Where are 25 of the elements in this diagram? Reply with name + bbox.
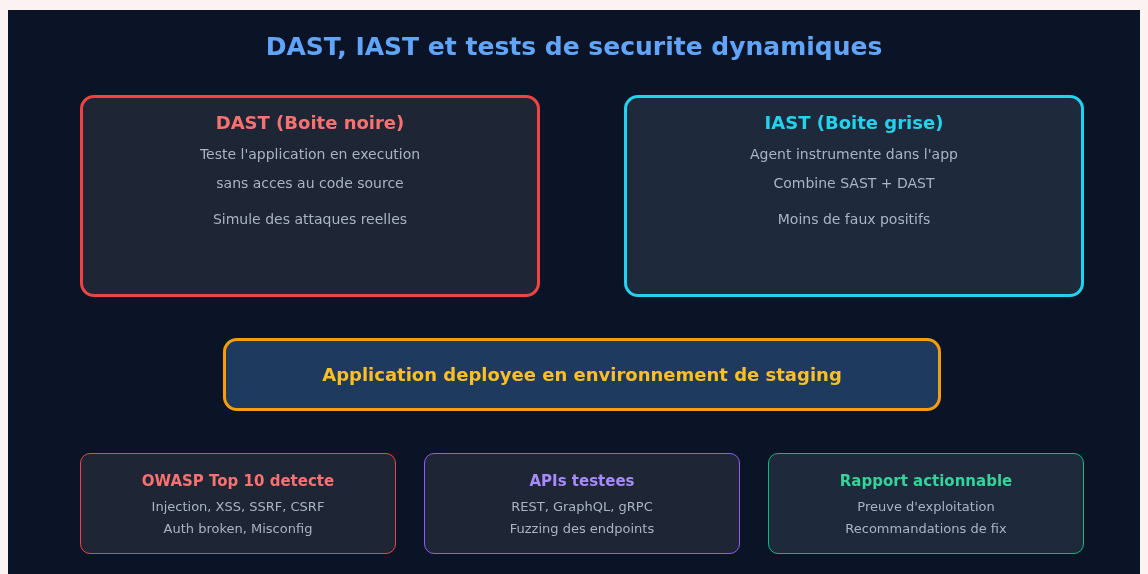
card-text: Combine SAST + DAST — [773, 174, 935, 193]
card-text: Preuve d'exploitation — [857, 498, 995, 516]
card — [424, 453, 740, 554]
card-text: sans acces au code source — [216, 174, 404, 193]
card-title: DAST (Boite noire) — [215, 112, 405, 133]
card-title: APIs testees — [529, 472, 635, 490]
card-text: Auth broken, Misconfig — [163, 520, 313, 538]
card-title: IAST (Boite grise) — [764, 112, 944, 133]
card-text: Simule des attaques reelles — [212, 210, 408, 229]
card-text: Agent instrumente dans l'app — [750, 145, 958, 164]
card-text: Moins de faux positifs — [777, 210, 931, 229]
card — [80, 453, 396, 554]
card-title: Rapport actionnable — [839, 472, 1013, 490]
card — [768, 453, 1084, 554]
card — [80, 95, 540, 297]
card-text: Teste l'application en execution — [199, 145, 421, 164]
card-title: OWASP Top 10 detecte — [141, 472, 335, 490]
card — [223, 338, 941, 411]
card — [624, 95, 1084, 297]
card-text: Recommandations de fix — [845, 520, 1007, 538]
card-title: Application deployee en environnement de staging — [322, 364, 842, 385]
card-text: Injection, XSS, SSRF, CSRF — [151, 498, 325, 516]
card-text: REST, GraphQL, gRPC — [511, 498, 653, 516]
diagram-title: DAST, IAST et tests de securite dynamiques — [264, 32, 884, 61]
card-text: Fuzzing des endpoints — [509, 520, 655, 538]
